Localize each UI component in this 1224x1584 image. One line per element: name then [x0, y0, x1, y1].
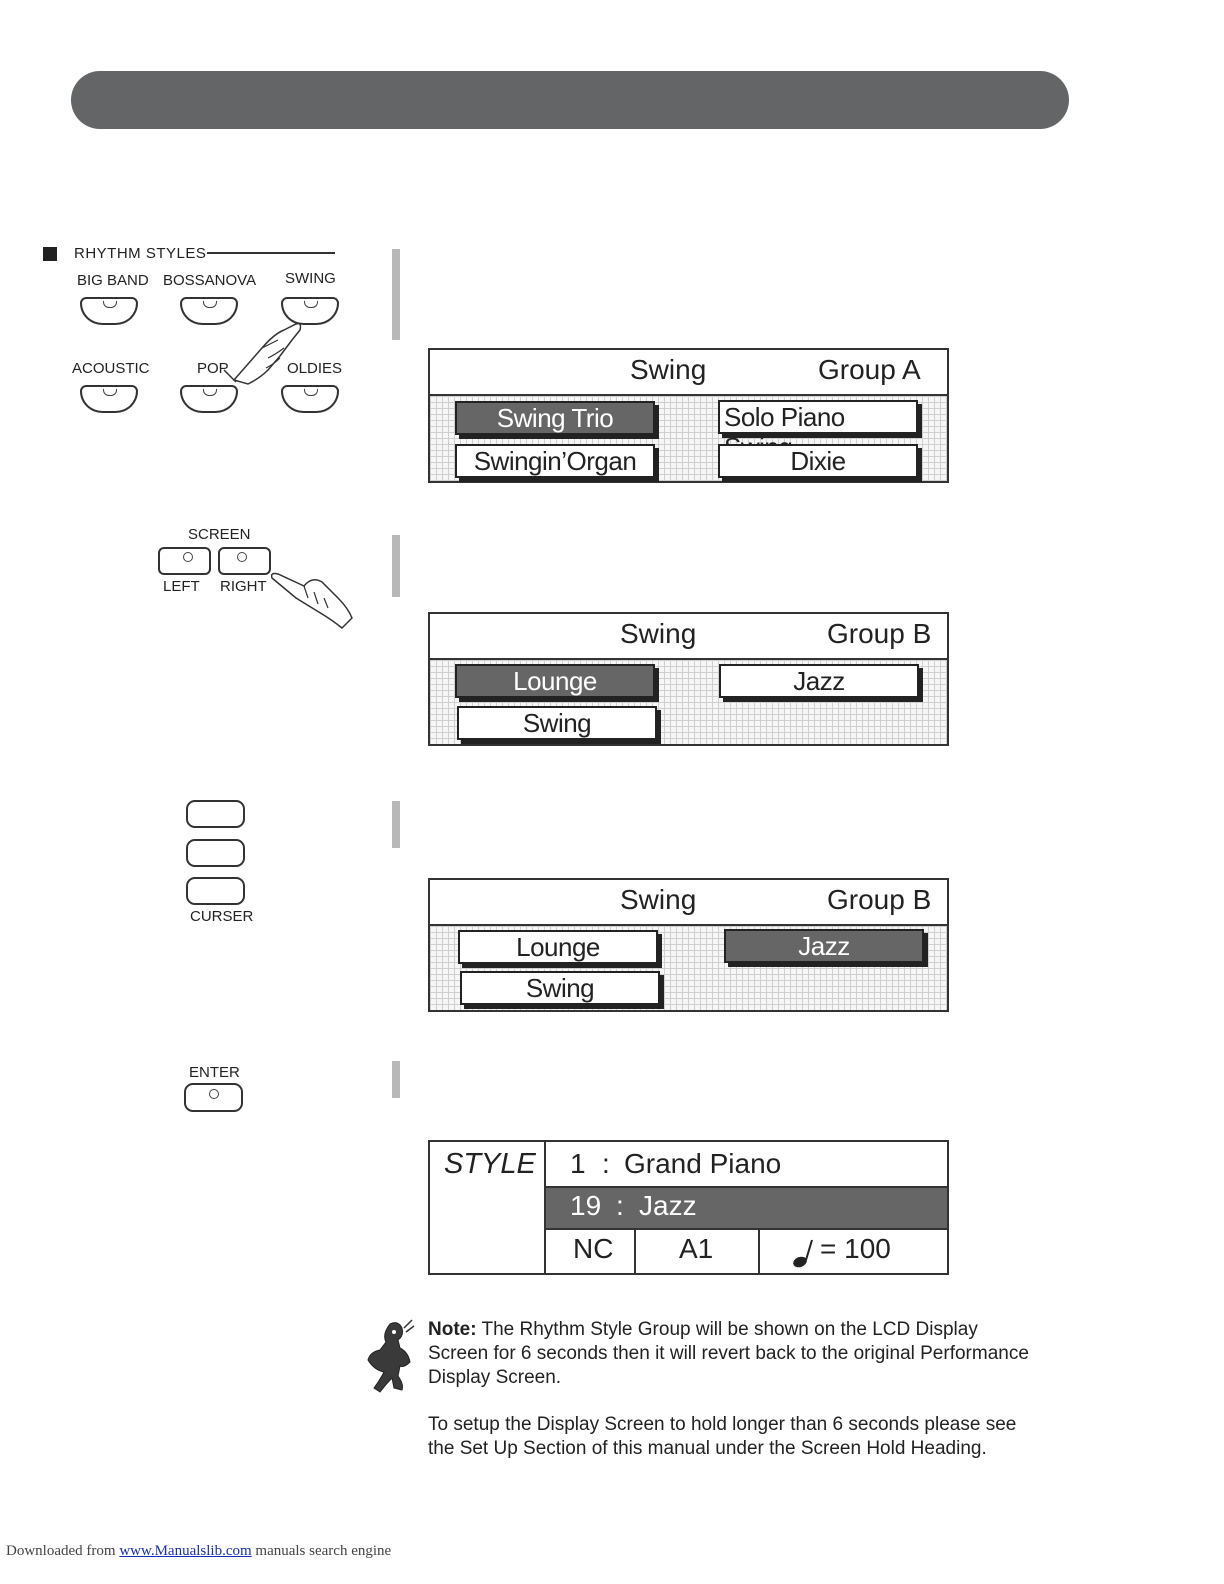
style-option-lounge[interactable]: Lounge: [458, 930, 658, 964]
section-header-bar: [71, 71, 1069, 129]
note-paragraph-2: To setup the Display Screen to hold long…: [428, 1413, 1068, 1461]
style-option-lounge[interactable]: Lounge: [455, 664, 655, 698]
kokopelli-icon: [367, 1319, 415, 1393]
style-option-dixie[interactable]: Dixie: [718, 444, 918, 478]
pointing-hand-icon: [223, 322, 302, 385]
footer: Downloaded from www.Manualslib.com manua…: [6, 1543, 391, 1560]
status-divider: [758, 1230, 760, 1273]
note-paragraph-1: Note: The Rhythm Style Group will be sho…: [428, 1318, 1068, 1390]
oldies-label: OLDIES: [287, 360, 343, 377]
style-status-row: NC A1 = 100: [546, 1230, 947, 1273]
lcd-screen-group-b: Swing Group B Lounge Jazz Swing: [428, 612, 949, 746]
note-line-1: The Rhythm Style Group will be shown on …: [481, 1319, 978, 1340]
note-para-2-line-2: the Set Up Section of this manual under …: [428, 1438, 987, 1459]
style-option-swing[interactable]: Swing: [460, 971, 660, 1005]
lcd-screen-group-b-jazz: Swing Group B Lounge Jazz Swing: [428, 878, 949, 1012]
panel-bullet: [43, 247, 57, 261]
swing-label: SWING: [285, 270, 336, 287]
right-label: RIGHT: [220, 578, 267, 595]
chord-display: NC: [573, 1233, 614, 1264]
bossanova-button[interactable]: [180, 297, 238, 325]
enter-led-icon: [209, 1089, 219, 1099]
style-divider: [544, 1142, 546, 1273]
style-option-swingin-organ[interactable]: Swingin’Organ: [455, 444, 655, 478]
style-row-2-selected[interactable]: 19 : Jazz: [546, 1188, 947, 1230]
note-line-2: Screen for 6 seconds then it will revert…: [428, 1343, 1029, 1364]
pointing-hand-icon: [270, 572, 353, 630]
oldies-button[interactable]: [281, 385, 339, 413]
lcd-group-name: Group B: [827, 618, 932, 649]
quarter-note-icon: [793, 1239, 813, 1268]
variation-display: A1: [679, 1233, 714, 1264]
lcd-style-name: Swing: [620, 884, 697, 915]
lcd-style-screen: STYLE 1 : Grand Piano 19 : Jazz NC A1 = …: [428, 1140, 949, 1275]
style-row-1: 1 : Grand Piano: [546, 1142, 947, 1188]
pop-button[interactable]: [180, 385, 238, 413]
lcd-body: Swing Trio Solo Piano Swing Swingin’Orga…: [430, 396, 947, 481]
curser-label: CURSER: [190, 908, 254, 925]
style-label: STYLE: [444, 1148, 536, 1180]
swing-button[interactable]: [281, 297, 339, 325]
note-line-3: Display Screen.: [428, 1367, 562, 1388]
note-para-2-line-1: To setup the Display Screen to hold long…: [428, 1414, 1017, 1435]
footer-suffix: manuals search engine: [251, 1543, 392, 1559]
step-bar-3: [392, 801, 400, 848]
acoustic-button[interactable]: [80, 385, 138, 413]
lcd-body: Lounge Jazz Swing: [430, 660, 947, 744]
rhythm-styles-line: [207, 252, 335, 254]
lcd-group-name: Group B: [827, 884, 932, 915]
step-bar-1: [392, 249, 400, 340]
curser-down-button[interactable]: [186, 877, 245, 905]
lcd-header: Swing Group A: [430, 350, 947, 396]
left-led-icon: [183, 552, 193, 562]
left-label: LEFT: [163, 578, 200, 595]
enter-button[interactable]: [184, 1083, 243, 1112]
lcd-style-name: Swing: [630, 354, 707, 385]
lcd-header: Swing Group B: [430, 614, 947, 660]
style-row-1-name: Grand Piano: [624, 1148, 782, 1179]
step-bar-2: [392, 535, 400, 597]
lcd-screen-group-a: Swing Group A Swing Trio Solo Piano Swin…: [428, 348, 949, 483]
bossanova-label: BOSSANOVA: [163, 272, 257, 289]
footer-link[interactable]: www.Manualslib.com: [119, 1543, 252, 1559]
big-band-label: BIG BAND: [77, 272, 149, 289]
lcd-body: Lounge Jazz Swing: [430, 926, 947, 1010]
screen-left-button[interactable]: [158, 547, 211, 575]
footer-prefix: Downloaded from: [6, 1543, 120, 1559]
lcd-group-name: Group A: [818, 354, 921, 385]
acoustic-label: ACOUSTIC: [72, 360, 150, 377]
curser-middle-button[interactable]: [186, 839, 245, 867]
style-row-1-separator: :: [602, 1148, 610, 1179]
tempo-display: = 100: [820, 1233, 891, 1264]
style-row-2-number: 19: [570, 1190, 602, 1221]
screen-label: SCREEN: [188, 526, 251, 543]
style-row-1-number: 1: [570, 1148, 586, 1179]
style-option-swing[interactable]: Swing: [457, 706, 657, 740]
step-bar-4: [392, 1061, 400, 1098]
style-row-2-separator: :: [616, 1190, 624, 1221]
curser-up-button[interactable]: [186, 800, 245, 828]
lcd-style-name: Swing: [620, 618, 697, 649]
right-led-icon: [237, 552, 247, 562]
style-option-jazz[interactable]: Jazz: [724, 929, 924, 963]
screen-right-button[interactable]: [218, 547, 271, 575]
pop-label: POP: [197, 360, 229, 377]
style-row-2-name: Jazz: [639, 1190, 697, 1221]
lcd-header: Swing Group B: [430, 880, 947, 926]
status-divider: [634, 1230, 636, 1273]
style-option-solo-piano-swing[interactable]: Solo Piano Swing: [718, 400, 918, 462]
style-option-swing-trio[interactable]: Swing Trio: [455, 401, 655, 435]
rhythm-styles-title: RHYTHM STYLES: [74, 245, 207, 262]
note-bold-label: Note:: [428, 1319, 477, 1340]
enter-label: ENTER: [189, 1064, 240, 1081]
big-band-button[interactable]: [80, 297, 138, 325]
style-option-jazz[interactable]: Jazz: [719, 664, 919, 698]
